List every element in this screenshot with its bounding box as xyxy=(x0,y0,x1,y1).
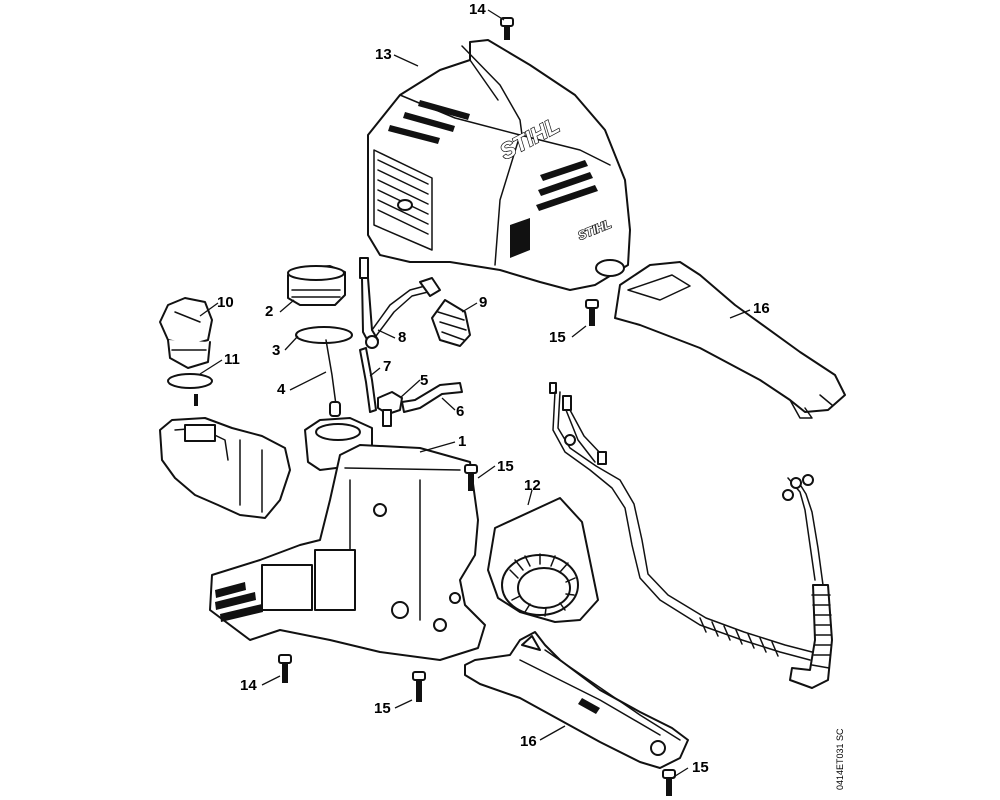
label-15-upper: 15 xyxy=(549,329,566,346)
part-16-handle-lower xyxy=(464,631,689,769)
drawing-code: 0414ET031 SC xyxy=(835,728,845,790)
label-1: 1 xyxy=(458,433,466,450)
callout-labels: 14 13 2 3 4 5 6 7 8 9 10 11 1 15 12 16 1… xyxy=(217,1,770,776)
label-6: 6 xyxy=(456,403,464,420)
part-1-housing xyxy=(209,417,486,661)
label-9: 9 xyxy=(479,294,487,311)
part-8-fuel-line xyxy=(359,257,429,349)
part-16-handle-upper xyxy=(614,261,846,419)
label-8: 8 xyxy=(398,329,406,346)
part-3-seal-ring xyxy=(295,326,353,344)
label-13: 13 xyxy=(375,46,392,63)
shroud-vent-slots xyxy=(388,100,598,258)
label-12: 12 xyxy=(524,477,541,494)
part-4-strainer xyxy=(325,339,341,417)
label-14-bottom: 14 xyxy=(240,677,257,694)
leader-lines xyxy=(199,9,751,779)
part-12-fan-housing xyxy=(487,497,599,623)
part-7-fuel-hose xyxy=(359,347,377,413)
part-6-hose xyxy=(401,382,463,413)
label-16-upper: 16 xyxy=(753,300,770,317)
shroud-grille-left xyxy=(377,159,429,235)
part-9-fuel-filter xyxy=(419,277,471,347)
part-10-cover xyxy=(159,297,213,369)
label-4: 4 xyxy=(277,381,286,398)
label-15-mid: 15 xyxy=(497,458,514,475)
part-15-screw-b xyxy=(464,464,478,491)
label-5: 5 xyxy=(420,372,428,389)
label-2: 2 xyxy=(265,303,273,320)
label-16-lower: 16 xyxy=(520,733,537,750)
part-15-screw-a xyxy=(585,299,599,326)
label-15-bottom-right: 15 xyxy=(692,759,709,776)
label-3: 3 xyxy=(272,342,280,359)
harness-coil xyxy=(699,594,832,669)
label-10: 10 xyxy=(217,294,234,311)
label-7: 7 xyxy=(383,358,391,375)
label-15-bottom: 15 xyxy=(374,700,391,717)
part-5-valve xyxy=(377,391,403,427)
part-13-shroud: STIHL STIHL xyxy=(367,39,631,291)
part-11-o-ring xyxy=(167,373,213,406)
wiring-harness xyxy=(549,382,833,689)
part-14-screw-bottom xyxy=(278,654,292,683)
part-15-screw-d xyxy=(662,769,676,796)
fan-housing-fins xyxy=(509,553,576,617)
label-14-top: 14 xyxy=(469,1,486,18)
engine-detail-fragment xyxy=(159,417,291,519)
part-14-screw-top xyxy=(500,17,514,40)
part-15-screw-c xyxy=(412,671,426,702)
label-11: 11 xyxy=(224,351,240,368)
part-2-tank-cap xyxy=(287,265,346,306)
